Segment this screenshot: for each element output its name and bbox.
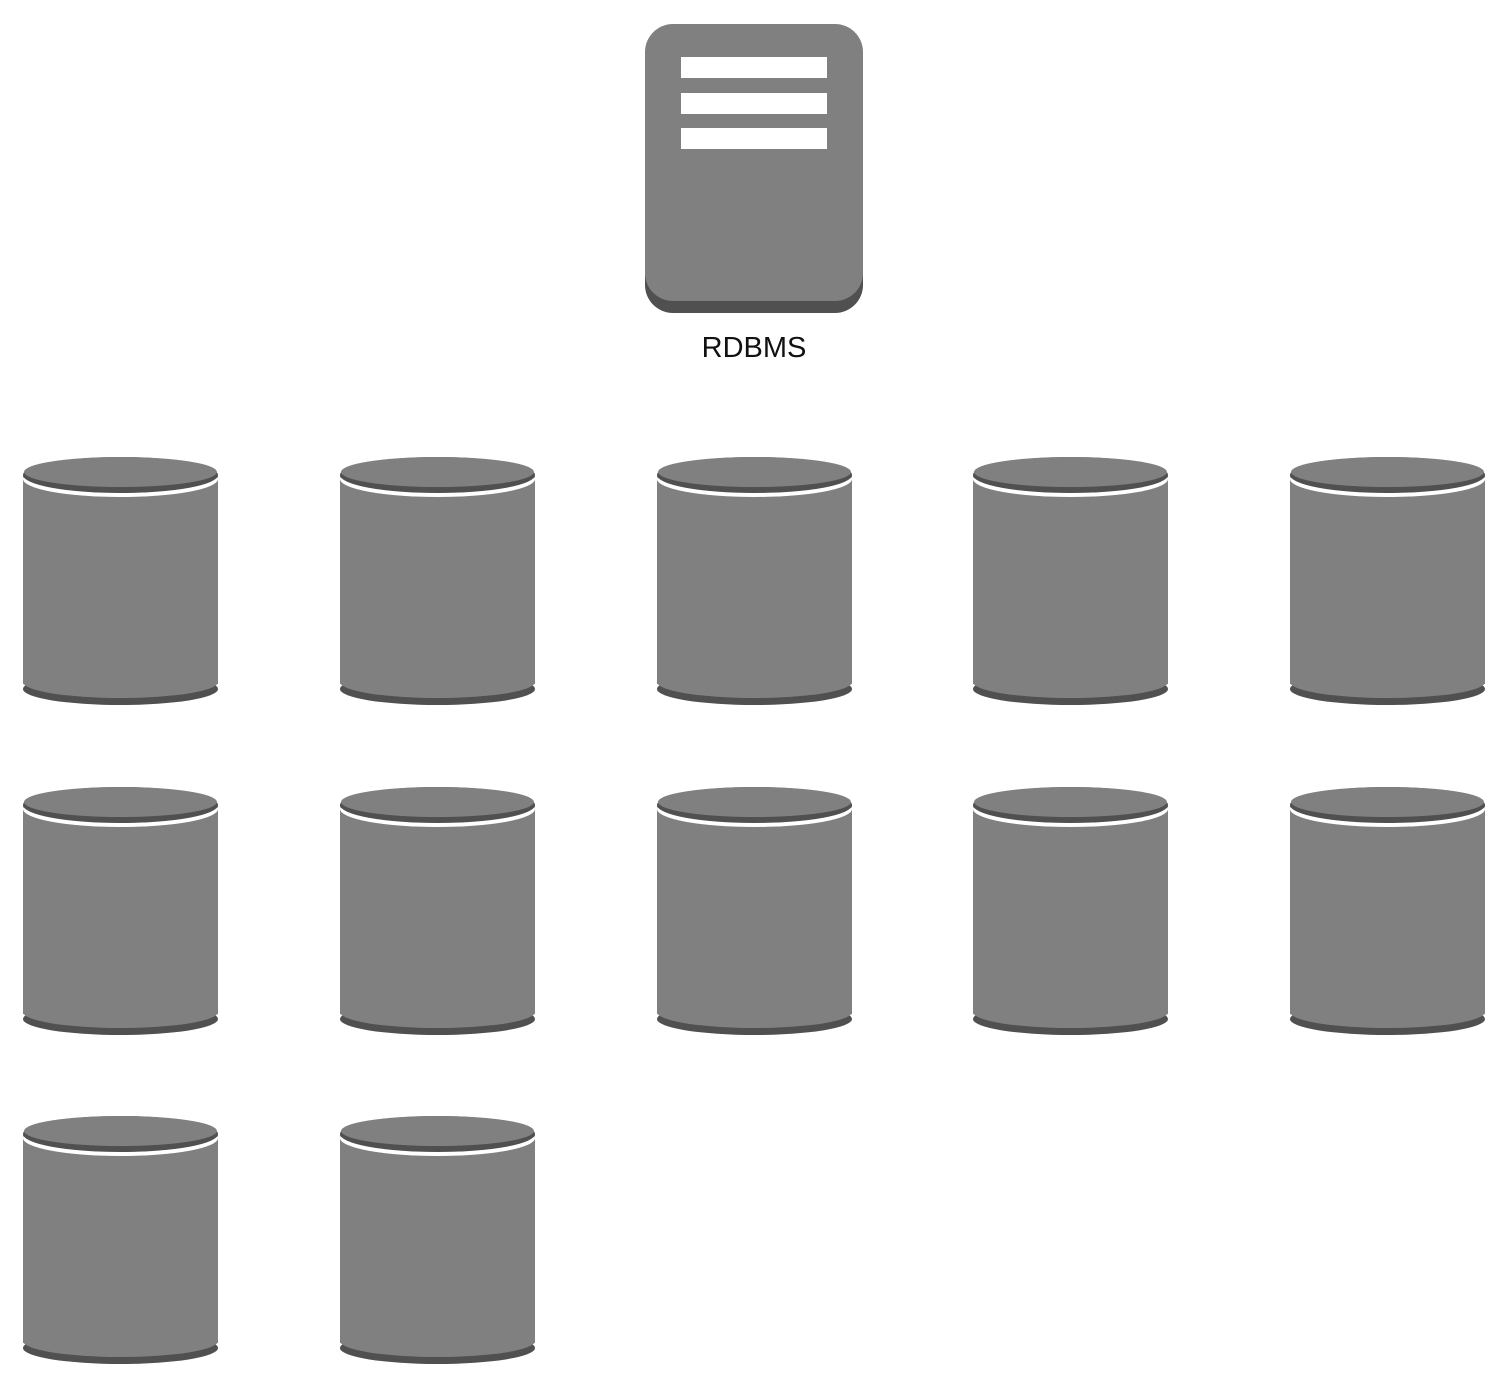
database-cylinder-icon xyxy=(23,787,218,1035)
database-node-11[interactable] xyxy=(23,1116,218,1364)
database-node-12[interactable] xyxy=(340,1116,535,1364)
database-node-4[interactable] xyxy=(973,457,1168,705)
database-node-8[interactable] xyxy=(657,787,852,1035)
database-cylinder-icon xyxy=(973,787,1168,1035)
database-node-7[interactable] xyxy=(340,787,535,1035)
database-node-10[interactable] xyxy=(1290,787,1485,1035)
database-cylinder-icon xyxy=(657,787,852,1035)
database-node-3[interactable] xyxy=(657,457,852,705)
database-cylinder-icon xyxy=(973,457,1168,705)
database-node-9[interactable] xyxy=(973,787,1168,1035)
database-cylinder-icon xyxy=(340,787,535,1035)
database-cylinder-icon xyxy=(23,457,218,705)
database-node-1[interactable] xyxy=(23,457,218,705)
database-node-6[interactable] xyxy=(23,787,218,1035)
database-node-2[interactable] xyxy=(340,457,535,705)
database-cylinder-icon xyxy=(657,457,852,705)
rdbms-label: RDBMS xyxy=(702,332,807,364)
database-cylinder-icon xyxy=(1290,787,1485,1035)
database-cylinder-icon xyxy=(340,457,535,705)
database-cylinder-icon xyxy=(23,1116,218,1364)
rdbms-server-icon xyxy=(645,24,863,313)
rdbms-node[interactable]: RDBMS xyxy=(645,24,863,364)
database-group xyxy=(23,457,1485,1364)
database-cylinder-icon xyxy=(1290,457,1485,705)
database-cylinder-icon xyxy=(340,1116,535,1364)
database-node-5[interactable] xyxy=(1290,457,1485,705)
